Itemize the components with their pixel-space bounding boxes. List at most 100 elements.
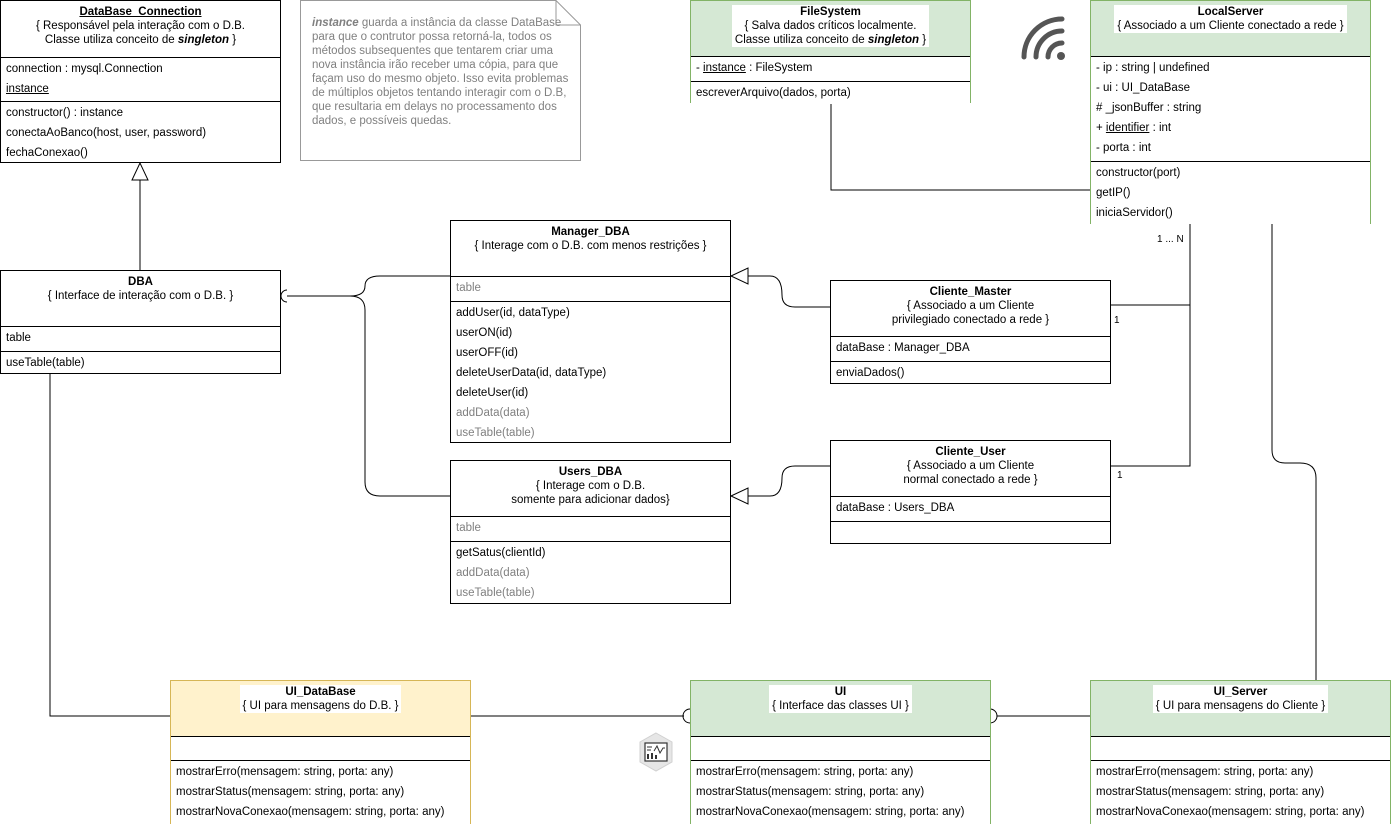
class-localserver[interactable]: LocalServer { Associado a um Cliente con… — [1090, 0, 1371, 224]
class-header: DataBase_Connection { Responsável pela i… — [1, 1, 280, 57]
dba-socket — [280, 289, 288, 303]
attribute: + identifier : int — [1096, 122, 1172, 134]
class-subtitle: { Interface das classes UI } — [772, 700, 909, 712]
class-header: Cliente_Master { Associado a um Cliente … — [831, 281, 1110, 336]
methods-section: mostrarErro(mensagem: string, porta: any… — [1091, 761, 1390, 825]
class-title: Users_DBA — [558, 466, 623, 478]
attributes-section: dataBase : Manager_DBA — [831, 337, 1110, 361]
method: mostrarErro(mensagem: string, porta: any… — [1096, 766, 1314, 778]
wifi-icon — [1021, 16, 1065, 60]
class-subtitle: { UI para mensagens do D.B. } — [242, 700, 399, 712]
methods-section: getSatus(clientId) addData(data) useTabl… — [451, 542, 730, 605]
class-ui-server[interactable]: UI_Server { UI para mensagens do Cliente… — [1090, 680, 1391, 825]
dba-users-link — [349, 295, 450, 497]
methods-section: addUser(id, dataType) userON(id) userOFF… — [451, 302, 730, 445]
methods-section — [831, 522, 1110, 525]
inheritance-arrow-dba — [131, 161, 149, 181]
method: userOFF(id) — [456, 347, 518, 359]
singleton-note: instance guarda a instância da classe Da… — [300, 0, 581, 161]
multiplicity-master: 1 — [1114, 315, 1120, 326]
method: fechaConexao() — [6, 147, 88, 159]
methods-section: mostrarErro(mensagem: string, porta: any… — [691, 761, 990, 825]
method: addUser(id, dataType) — [456, 307, 570, 319]
class-users-dba[interactable]: Users_DBA { Interage com o D.B. somente … — [450, 460, 731, 604]
methods-section: useTable(table) — [1, 352, 280, 375]
attributes-section: - ip : string | undefined - ui : UI_Data… — [1091, 57, 1370, 161]
class-title: UI_DataBase — [285, 686, 356, 698]
class-subtitle: { Salva dados críticos localmente. Class… — [734, 20, 927, 46]
class-manager-dba[interactable]: Manager_DBA { Interage com o D.B. com me… — [450, 220, 731, 443]
attribute: table — [456, 282, 481, 294]
class-cliente-master[interactable]: Cliente_Master { Associado a um Cliente … — [830, 280, 1111, 384]
attribute: # _jsonBuffer : string — [1096, 102, 1202, 114]
ui-socket-left — [682, 708, 691, 724]
class-subtitle: { Interage com o D.B. somente para adici… — [511, 480, 670, 506]
multiplicity-localserver: 1 ... N — [1157, 234, 1184, 245]
method: mostrarNovaConexao(mensagem: string, por… — [696, 806, 965, 818]
class-database-connection[interactable]: DataBase_Connection { Responsável pela i… — [0, 0, 281, 163]
method: mostrarStatus(mensagem: string, porta: a… — [1096, 786, 1325, 798]
class-title: Manager_DBA — [551, 226, 630, 238]
inheritance-arrow-manager — [729, 267, 749, 285]
method: mostrarErro(mensagem: string, porta: any… — [696, 766, 914, 778]
attribute: - ui : UI_DataBase — [1096, 82, 1190, 94]
class-header: UI { Interface das classes UI } — [691, 681, 990, 736]
method: deleteUserData(id, dataType) — [456, 367, 607, 379]
method: useTable(table) — [456, 587, 535, 599]
class-filesystem[interactable]: FileSystem { Salva dados críticos localm… — [690, 0, 971, 104]
method: useTable(table) — [6, 357, 85, 369]
dba-manager-link — [287, 275, 450, 297]
method: mostrarNovaConexao(mensagem: string, por… — [1096, 806, 1365, 818]
methods-section: constructor(port) getIP() iniciaServidor… — [1091, 162, 1370, 224]
method: addData(data) — [456, 407, 530, 419]
attribute: - ip : string | undefined — [1096, 62, 1210, 74]
attributes-section: table — [1, 327, 280, 351]
class-subtitle: { Interface de interação com o D.B. } — [47, 290, 234, 302]
attributes-section: - instance : FileSystem — [691, 57, 970, 81]
filesystem-localserver-line — [830, 103, 1090, 191]
dashboard-icon — [639, 732, 673, 772]
class-subtitle: { UI para mensagens do Cliente } — [1155, 700, 1326, 712]
method: useTable(table) — [456, 427, 535, 439]
attributes-section: dataBase : Users_DBA — [831, 497, 1110, 521]
method: mostrarStatus(mensagem: string, porta: a… — [176, 786, 405, 798]
class-header: Manager_DBA { Interage com o D.B. com me… — [451, 221, 730, 276]
method: mostrarErro(mensagem: string, porta: any… — [176, 766, 394, 778]
method: getIP() — [1096, 187, 1131, 199]
class-subtitle: { Associado a um Cliente conectado a red… — [1117, 20, 1344, 32]
class-header: UI_DataBase { UI para mensagens do D.B. … — [171, 681, 470, 736]
attributes-section: connection : mysql.Connection instance — [1, 58, 280, 101]
method: userON(id) — [456, 327, 513, 339]
class-header: UI_Server { UI para mensagens do Cliente… — [1091, 681, 1390, 736]
class-title: Cliente_User — [935, 446, 1006, 458]
method: enviaDados() — [836, 367, 905, 379]
class-header: LocalServer { Associado a um Cliente con… — [1091, 1, 1370, 56]
attributes-section: table — [451, 277, 730, 301]
class-title: FileSystem — [800, 6, 861, 18]
method: constructor() : instance — [6, 107, 123, 119]
attribute: dataBase : Users_DBA — [836, 502, 955, 514]
class-title: DBA — [128, 276, 153, 288]
note-body: guarda a instância da classe DataBase pa… — [312, 17, 569, 127]
class-cliente-user[interactable]: Cliente_User { Associado a um Cliente no… — [830, 440, 1111, 544]
attributes-section — [171, 737, 470, 760]
methods-section: constructor() : instance conectaAoBanco(… — [1, 102, 280, 165]
class-title: UI — [834, 686, 847, 698]
class-dba[interactable]: DBA { Interface de interação com o D.B. … — [0, 270, 281, 374]
method: mostrarNovaConexao(mensagem: string, por… — [176, 806, 445, 818]
class-ui-database[interactable]: UI_DataBase { UI para mensagens do D.B. … — [170, 680, 471, 825]
class-ui[interactable]: UI { Interface das classes UI } mostrarE… — [690, 680, 991, 825]
attributes-section — [1091, 737, 1390, 760]
note-text: instance guarda a instância da classe Da… — [312, 16, 570, 128]
class-subtitle: { Associado a um Cliente privilegiado co… — [891, 300, 1050, 326]
methods-section: enviaDados() — [831, 362, 1110, 385]
multiplicity-user: 1 — [1117, 470, 1123, 481]
ui-socket-right — [989, 708, 998, 724]
class-subtitle: { Interage com o D.B. com menos restriçõ… — [474, 240, 707, 252]
class-header: DBA { Interface de interação com o D.B. … — [1, 271, 280, 326]
user-users-line — [748, 465, 830, 497]
class-title: UI_Server — [1213, 686, 1268, 698]
class-subtitle: { Associado a um Cliente normal conectad… — [903, 460, 1038, 486]
class-title: Cliente_Master — [929, 286, 1012, 298]
